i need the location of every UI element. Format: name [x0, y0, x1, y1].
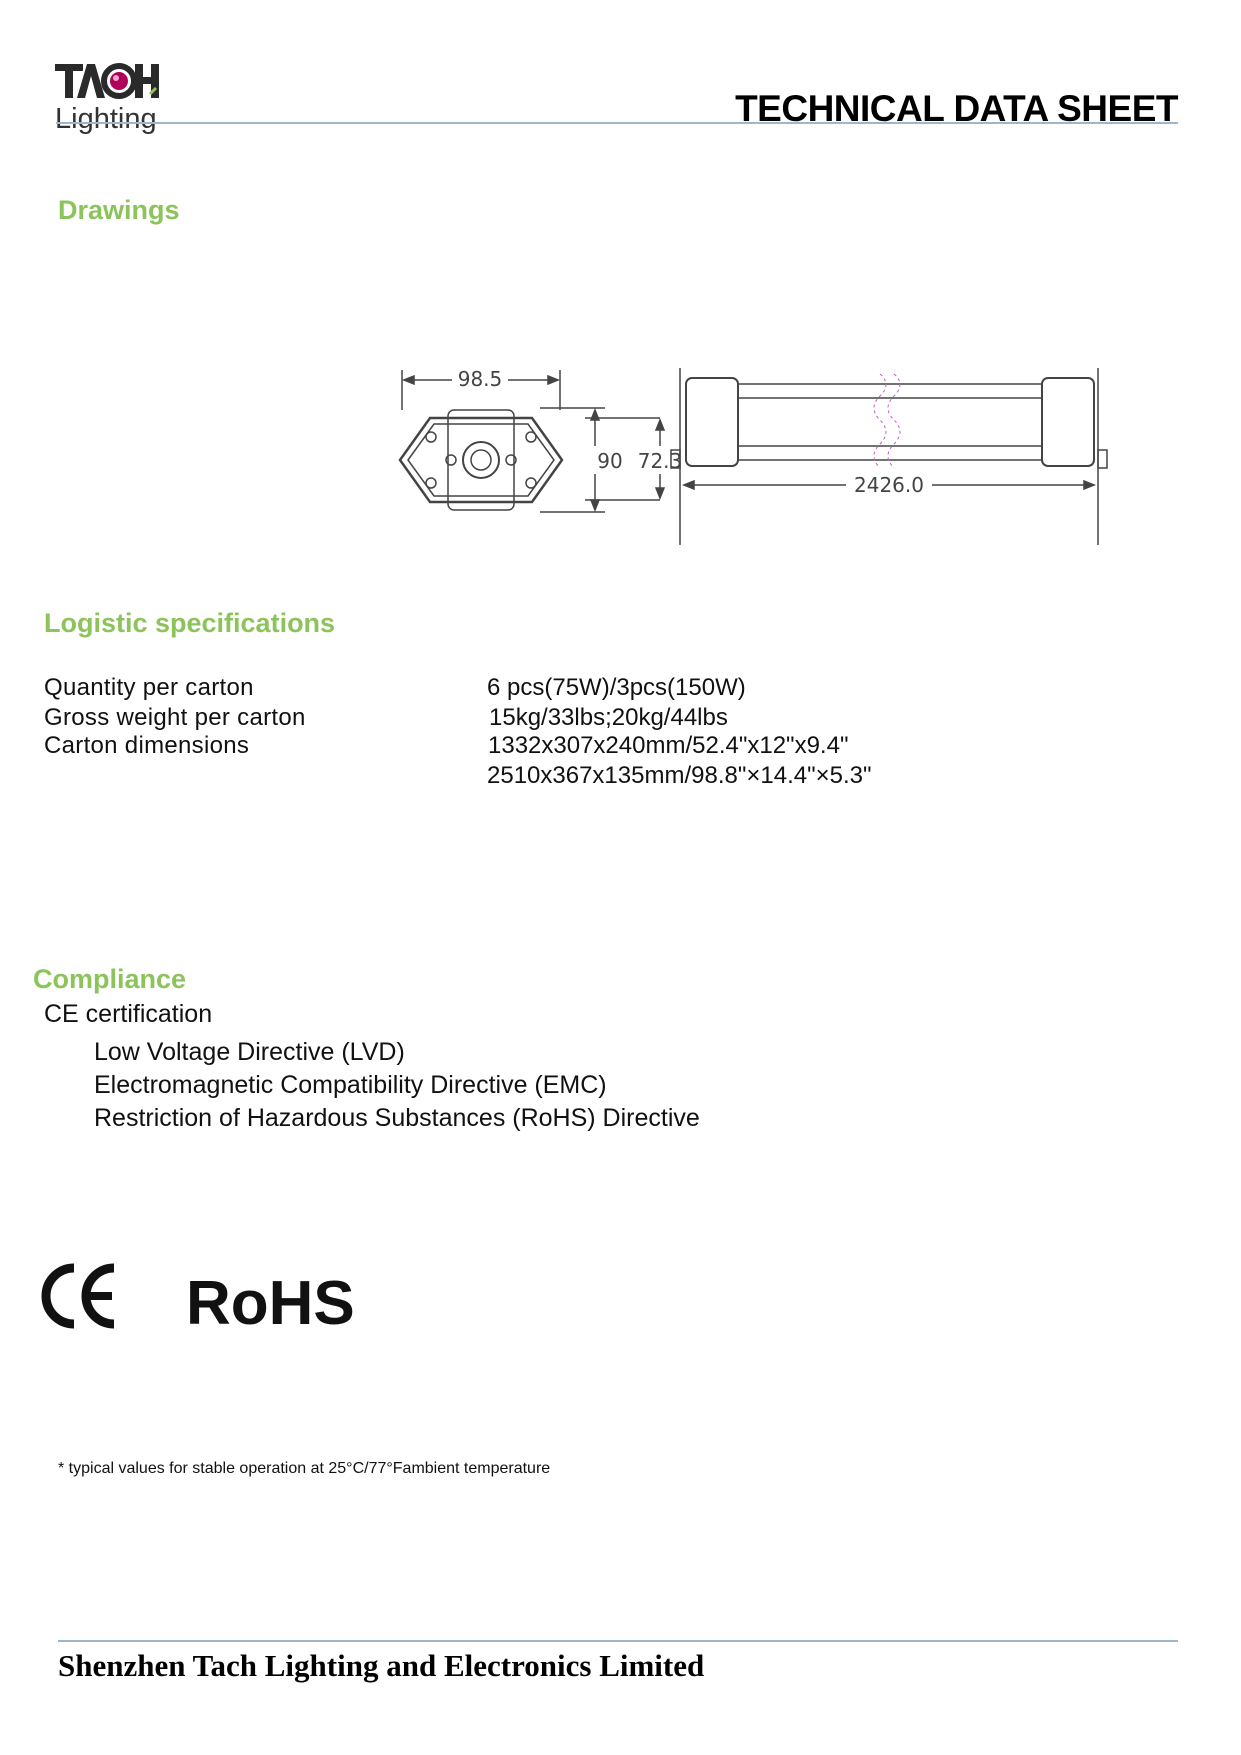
rohs-mark: RoHS	[186, 1269, 355, 1338]
directive-rohs: Restriction of Hazardous Substances (RoH…	[94, 1104, 700, 1132]
dim-height-label: 90	[597, 449, 622, 473]
spec-label-quantity: Quantity per carton	[44, 674, 254, 701]
spec-value-gross-weight: 15kg/33lbs;20kg/44lbs	[489, 704, 728, 731]
footer-rule	[58, 1640, 1178, 1642]
spec-label-gross-weight: Gross weight per carton	[44, 704, 306, 731]
spec-value-quantity: 6 pcs(75W)/3pcs(150W)	[487, 674, 746, 701]
tach-lighting-logo: Lighting	[55, 63, 159, 135]
ce-mark	[41, 1263, 115, 1329]
dim-width-label: 98.5	[458, 367, 503, 391]
compliance-heading: Compliance	[33, 964, 187, 994]
directive-lvd: Low Voltage Directive (LVD)	[94, 1038, 405, 1066]
spec-value-carton-dimensions-1: 1332x307x240mm/52.4"x12"x9.4"	[488, 732, 849, 759]
spec-value-carton-dimensions-2: 2510x367x135mm/98.8"×14.4"×5.3"	[487, 762, 872, 789]
logistics-heading: Logistic specifications	[44, 608, 336, 638]
header-rule	[56, 122, 1178, 124]
footnote: * typical values for stable operation at…	[58, 1460, 551, 1477]
fixture-drawing: 98.5 90 72.3 2426.0	[398, 367, 1108, 545]
spec-label-carton-dimensions: Carton dimensions	[44, 732, 250, 759]
company-name: Shenzhen Tach Lighting and Electronics L…	[58, 1648, 705, 1683]
ce-certification: CE certification	[44, 1000, 213, 1028]
directive-emc: Electromagnetic Compatibility Directive …	[94, 1071, 607, 1099]
drawings-heading: Drawings	[58, 195, 180, 225]
certification-marks: RoHS	[41, 1263, 355, 1338]
dim-tube-height-label: 72.3	[638, 449, 683, 473]
dim-length-label: 2426.0	[854, 473, 924, 497]
svg-text:Lighting: Lighting	[55, 103, 157, 135]
